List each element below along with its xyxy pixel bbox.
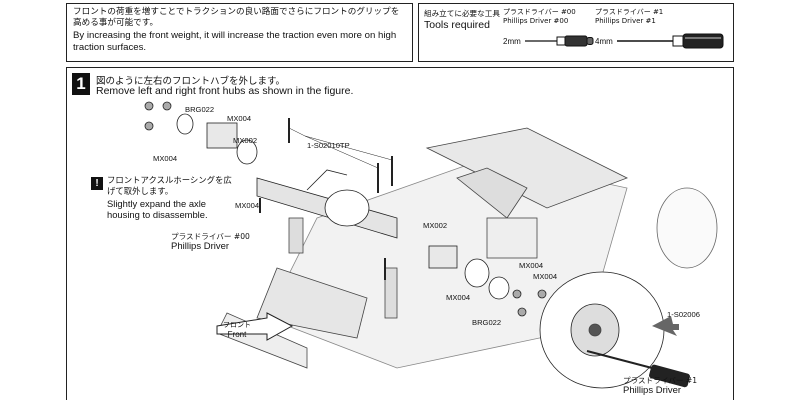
driver00-callout-jp: プラスドライバー #00 [171, 232, 250, 241]
front-arrow-icon [216, 312, 294, 341]
assembly-diagram [144, 101, 718, 389]
driver1-callout-jp: プラスドライバー #1 [623, 376, 698, 385]
part-label-mx002: MX002 [233, 136, 258, 145]
driver1-label-en: Phillips Driver #1 [595, 17, 656, 25]
front-label-en: Front [227, 330, 247, 339]
phillips-screwdriver-icon [617, 33, 724, 49]
driver1-callout-en: Phillips Driver [623, 385, 682, 396]
tools-title-en: Tools required [424, 19, 490, 31]
screwdriver-icons [525, 33, 724, 49]
driver1-label: プラスドライバー #1 Phillips Driver #1 [595, 8, 663, 26]
warning-text-en: Slightly expand the axle housing to disa… [107, 198, 208, 220]
tools-title-jp: 組み立てに必要な工具 [424, 9, 500, 18]
part-label-mx004: MX004 [446, 293, 471, 302]
driver00-label-en: Phillips Driver #00 [503, 17, 569, 25]
part-label-s02006: 1-S02006 [667, 310, 700, 319]
driver00-label-jp: プラスドライバー #00 [503, 8, 576, 16]
front-label-jp: フロント [223, 321, 251, 329]
tools-required-box: 組み立てに必要な工具 Tools required プラスドライバー #00 P… [418, 3, 734, 62]
phillips-screwdriver-icon [586, 350, 690, 388]
part-label-brg022: BRG022 [185, 105, 215, 114]
intro-text-en: By increasing the front weight, it will … [73, 29, 397, 54]
driver00-callout-en: Phillips Driver [171, 241, 230, 252]
step-instruction-jp: 図のように左右のフロントハブを外します。 [96, 76, 286, 87]
intro-note-box: フロントの荷重を増すことでトラクションの良い路面でさらにフロントのグリップを高め… [66, 3, 413, 62]
driver1-label-jp: プラスドライバー #1 [595, 8, 664, 16]
front-direction-label: フロント Front [223, 320, 251, 340]
phillips-screwdriver-icon [525, 35, 594, 47]
part-label-s02010tp: 1-S02010TP [307, 141, 350, 150]
intro-text-jp: フロントの荷重を増すことでトラクションの良い路面でさらにフロントのグリップを高め… [73, 7, 400, 29]
pull-direction-arrow-icon [652, 316, 679, 336]
warning-icon: ! [91, 177, 103, 190]
driver1-size: 4mm [595, 37, 613, 46]
step-number: 1 [72, 73, 90, 95]
part-label-mx002: MX002 [423, 221, 448, 230]
part-label-mx004: MX004 [533, 272, 558, 281]
part-label-mx004: MX004 [519, 261, 544, 270]
part-label-brg022: BRG022 [472, 318, 502, 327]
warning-text-jp: フロントアクスルホーシングを広げて取外します。 [107, 175, 232, 196]
driver00-label: プラスドライバー #00 Phillips Driver #00 [503, 8, 576, 26]
part-label-mx004: MX004 [235, 201, 260, 210]
part-label-mx004: MX004 [227, 114, 252, 123]
driver00-size: 2mm [503, 37, 521, 46]
step-instruction-en: Remove left and right front hubs as show… [96, 85, 354, 97]
step-box: 1 図のように左右のフロントハブを外します。 Remove left and r… [66, 67, 734, 400]
part-label-mx004: MX004 [153, 154, 178, 163]
